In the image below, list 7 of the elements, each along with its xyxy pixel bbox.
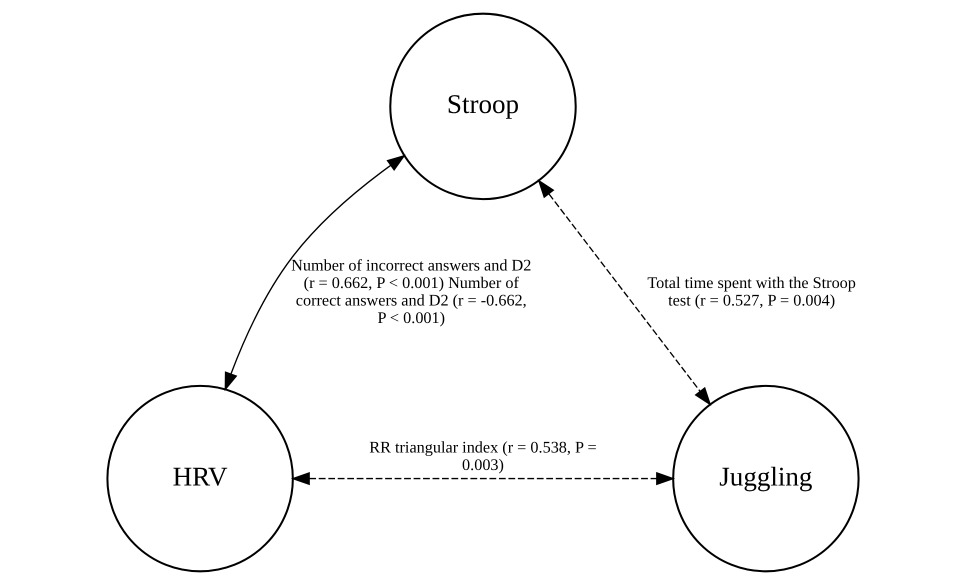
arrow	[290, 472, 675, 486]
edge-label: RR triangular index (r = 0.538, P = 0.003)	[368, 438, 596, 474]
arrow	[224, 154, 406, 392]
edge-label: Number of incorrect answers and D2 (r = 0.662, P < 0.001) Number of correct answers and D2 (r = -0.662, P < 0.001)	[290, 256, 531, 328]
edge-label: Total time spent with the Stroop test (r = 0.527, P = 0.004)	[646, 274, 856, 310]
arrow	[537, 179, 711, 406]
node-circle: HRV	[106, 384, 294, 572]
